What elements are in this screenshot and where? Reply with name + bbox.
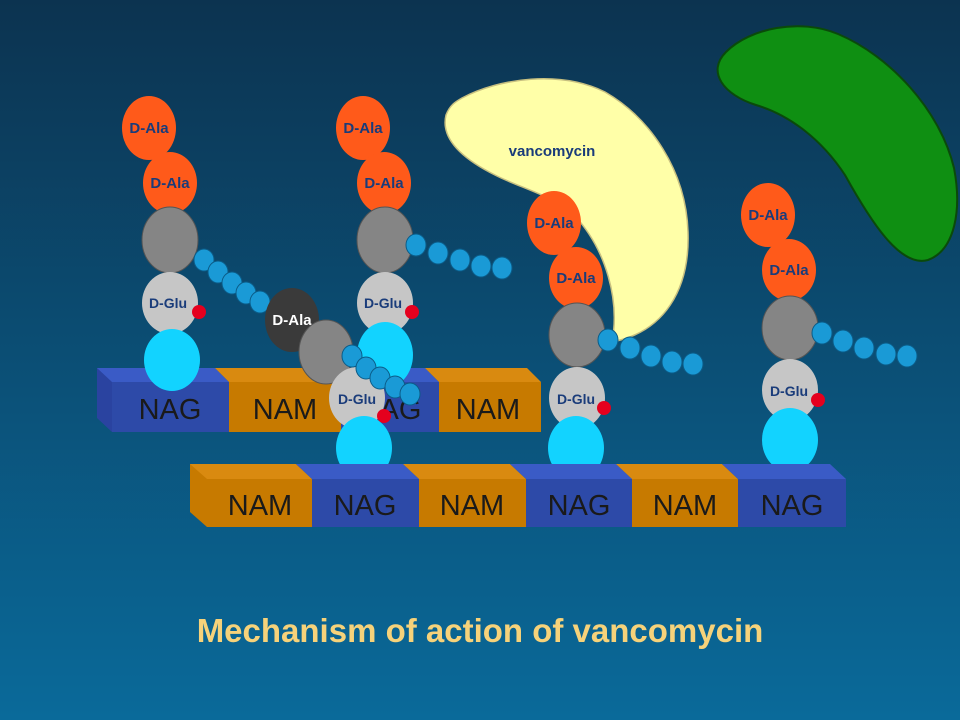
d-glu-label: D-Glu — [770, 383, 808, 399]
peptide-stem-2: D-Ala D-Ala D-Glu — [336, 96, 419, 388]
front-nam-block-2 — [419, 479, 526, 527]
glycine-bridge-4 — [597, 328, 704, 376]
back-nam-block-2 — [439, 382, 541, 432]
d-ala-label: D-Ala — [769, 262, 809, 279]
d-glu-label: D-Glu — [149, 295, 187, 311]
vancomycin-label: vancomycin — [509, 143, 596, 160]
antibiotic-shape-green — [716, 25, 959, 262]
d-glu-label: D-Glu — [364, 295, 402, 311]
d-glu-label: D-Glu — [338, 391, 376, 407]
d-ala-bead — [122, 96, 176, 160]
d-ala-label: D-Ala — [272, 312, 312, 329]
front-nam-label-3: NAM — [653, 490, 717, 522]
back-nam-label-1: NAM — [253, 394, 317, 426]
red-dot — [405, 305, 419, 319]
back-nam-label-2: NAM — [456, 394, 520, 426]
d-ala-bead — [549, 247, 603, 309]
glycine-bridge-2 — [405, 233, 513, 280]
d-ala-bead — [143, 152, 197, 214]
front-nam-block-3 — [632, 479, 738, 527]
d-glu-bead — [549, 367, 605, 429]
red-dot — [811, 393, 825, 407]
back-strand: NAG NAM NAG NAM — [97, 368, 541, 432]
d-ala-label: D-Ala — [150, 175, 190, 192]
front-nag-block-1 — [312, 479, 419, 527]
glycine-bridge-5 — [811, 321, 918, 368]
front-nam-block-1 — [207, 479, 312, 527]
front-strand-end-face — [190, 464, 207, 527]
front-nag-label-2: NAG — [548, 490, 611, 522]
back-nag-label-1: NAG — [139, 394, 202, 426]
d-ala-bead — [527, 191, 581, 255]
peptide-stem-3: D-Ala D-Ala D-Glu — [527, 191, 611, 429]
l-lys-bead — [356, 206, 414, 274]
l-lys-bead — [761, 295, 819, 361]
d-ala-label: D-Ala — [364, 175, 404, 192]
front-nam-label-2: NAM — [440, 490, 504, 522]
d-ala-label: D-Ala — [534, 215, 574, 232]
front-strand: NAM NAG NAM NAG NAM NAG — [190, 464, 846, 527]
red-dot — [377, 409, 391, 423]
front-nag-label-3: NAG — [761, 490, 824, 522]
front-nag-block-3 — [738, 479, 846, 527]
d-ala-bead — [336, 96, 390, 160]
d-ala-bead — [357, 152, 411, 214]
red-dot — [597, 401, 611, 415]
glycine-bridge-1 — [193, 248, 271, 314]
l-lys-bead — [548, 302, 606, 368]
d-glu-bead — [357, 272, 413, 334]
front-nag-block-2 — [526, 479, 632, 527]
l-lys-bead — [141, 206, 199, 274]
crosslinked-stem: D-Ala D-Glu — [265, 288, 391, 429]
d-ala-label: D-Ala — [129, 120, 169, 137]
red-dot — [192, 305, 206, 319]
cyan-sugar-link — [762, 408, 818, 472]
glycine-bridge-3 — [341, 344, 421, 406]
front-nam-label-1: NAM — [228, 490, 292, 522]
d-glu-bead — [762, 359, 818, 421]
d-ala-label: D-Ala — [748, 207, 788, 224]
back-nam-block-1 — [229, 382, 341, 432]
front-nag-label-1: NAG — [334, 490, 397, 522]
d-glu-label: D-Glu — [557, 391, 595, 407]
peptide-stem-4: D-Ala D-Ala D-Glu — [741, 183, 825, 421]
cyan-sugar-link — [144, 329, 200, 391]
back-strand-end-face — [97, 368, 112, 432]
d-ala-bead — [762, 239, 816, 301]
peptide-stem-1: D-Ala D-Ala D-Glu — [122, 96, 206, 391]
d-glu-bead — [142, 272, 198, 334]
d-ala-bead — [741, 183, 795, 247]
slide-title: Mechanism of action of vancomycin — [196, 612, 764, 649]
d-ala-label: D-Ala — [343, 120, 383, 137]
d-ala-label: D-Ala — [556, 270, 596, 287]
